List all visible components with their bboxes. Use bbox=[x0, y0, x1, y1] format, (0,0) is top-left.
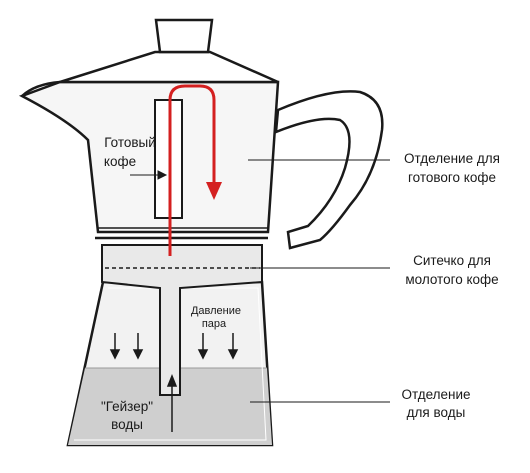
pressure-arrow-icon bbox=[109, 333, 121, 360]
pointer-ready-coffee-arrowhead bbox=[157, 170, 168, 180]
label-pressure-line1: Давление bbox=[191, 305, 241, 317]
label-ready-coffee: Готовый кофе bbox=[104, 135, 156, 169]
handle bbox=[274, 90, 384, 250]
label-coffee-chamber-line2: готового кофе bbox=[408, 170, 496, 185]
pointer-lines bbox=[130, 159, 390, 403]
label-coffee-chamber: Отделение для готового кофе bbox=[404, 151, 500, 185]
pressure-arrow-icon bbox=[227, 333, 239, 360]
label-geyser-line1: "Гейзер" bbox=[101, 399, 153, 414]
pressure-arrow-icon bbox=[132, 333, 144, 360]
funnel-outline bbox=[101, 244, 263, 396]
label-geyser: "Гейзер" воды bbox=[101, 399, 153, 432]
label-filter-basket: Ситечко для молотого кофе bbox=[405, 253, 498, 287]
steam-pressure-arrows bbox=[109, 333, 239, 360]
geyser-arrow-icon bbox=[166, 373, 178, 432]
pressure-arrow-icon bbox=[197, 333, 209, 360]
label-filter-basket-line2: молотого кофе bbox=[405, 272, 498, 287]
label-water-chamber-line2: для воды bbox=[407, 405, 466, 420]
coffee-chamber-outline bbox=[18, 80, 280, 234]
label-pressure: Давление пара bbox=[191, 305, 241, 330]
label-water-chamber-line1: Отделение bbox=[401, 387, 470, 402]
spout bbox=[21, 80, 61, 97]
lid-knob bbox=[154, 18, 214, 54]
label-water-chamber: Отделение для воды bbox=[401, 387, 470, 420]
label-ready-coffee-line2: кофе bbox=[104, 154, 136, 169]
label-ready-coffee-line1: Готовый bbox=[104, 135, 156, 150]
filter-basket bbox=[95, 236, 268, 396]
water-fill bbox=[68, 368, 272, 445]
coffee-flow-arrowhead bbox=[206, 182, 222, 200]
label-coffee-chamber-line1: Отделение для bbox=[404, 151, 500, 166]
coffee-flow-path bbox=[168, 84, 216, 256]
label-filter-basket-line1: Ситечко для bbox=[413, 253, 491, 268]
coffee-chamber bbox=[18, 80, 280, 234]
label-geyser-line2: воды bbox=[111, 417, 143, 432]
label-pressure-line2: пара bbox=[202, 318, 227, 330]
lid bbox=[59, 18, 279, 84]
lid-body bbox=[59, 50, 279, 84]
